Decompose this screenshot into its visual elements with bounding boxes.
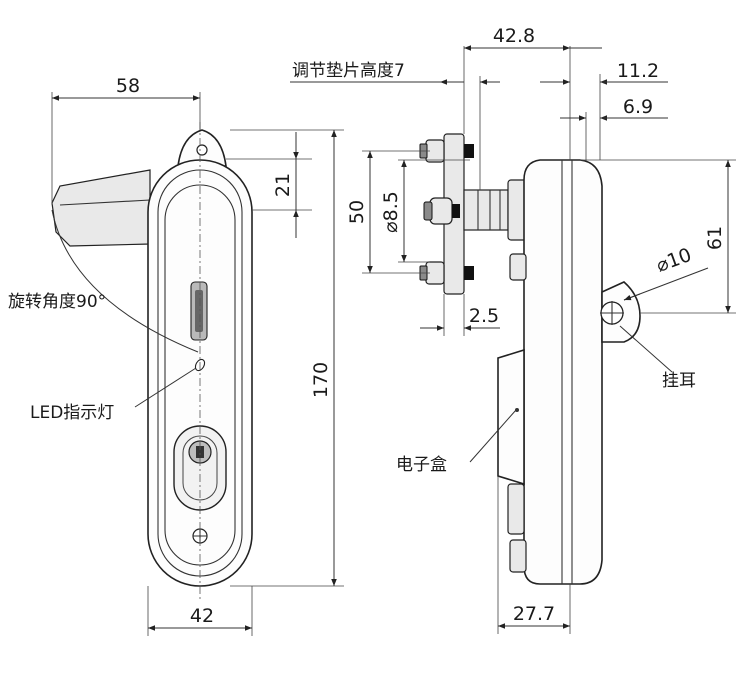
front-view bbox=[51, 122, 253, 600]
label-electronic-box: 电子盒 bbox=[396, 455, 447, 475]
dim-side-total: 42.8 bbox=[493, 25, 535, 47]
dim-stud-spacing: 50 bbox=[346, 200, 368, 224]
dim-handle-height: 170 bbox=[310, 362, 332, 398]
dim-ear-height: 61 bbox=[704, 226, 726, 250]
dim-side-11-2: 11.2 bbox=[617, 60, 659, 82]
lock-body-side bbox=[523, 159, 603, 585]
stud-middle bbox=[423, 197, 460, 225]
dim-handle-width-bottom: 42 bbox=[190, 605, 214, 627]
side-view bbox=[419, 133, 641, 585]
label-hanging-ear: 挂耳 bbox=[662, 371, 696, 391]
dim-shaft-diameter: ⌀8.5 bbox=[380, 191, 402, 233]
label-led-indicator: LED指示灯 bbox=[30, 403, 114, 423]
side-screw-bottom bbox=[509, 539, 527, 573]
dim-handle-width-top: 58 bbox=[116, 75, 140, 97]
label-shim-height: 调节垫片高度7 bbox=[292, 61, 405, 81]
handle-wing bbox=[51, 169, 151, 247]
dim-box-depth: 27.7 bbox=[513, 603, 555, 625]
shaft bbox=[463, 189, 509, 231]
dim-handle-top-offset: 21 bbox=[272, 173, 294, 197]
dim-plate-thickness: 2.5 bbox=[469, 305, 499, 327]
front-dimensions: 58 21 170 42 bbox=[51, 75, 344, 636]
dim-ear-hole: ⌀10 bbox=[653, 244, 694, 277]
dim-side-6-9: 6.9 bbox=[623, 96, 653, 118]
label-rotation-angle: 旋转角度90° bbox=[8, 292, 106, 312]
electronic-box bbox=[497, 348, 525, 486]
side-screw-top bbox=[509, 253, 527, 281]
top-tab-hole bbox=[196, 144, 208, 156]
